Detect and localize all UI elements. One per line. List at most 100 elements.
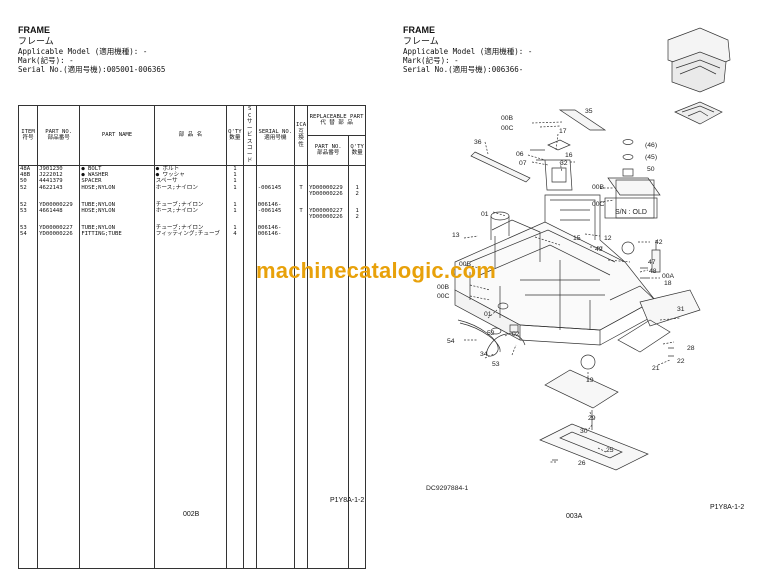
cell-name: [79, 220, 155, 225]
callout: 26: [578, 460, 586, 467]
cell-name-jp: チューブ;ナイロン: [153, 201, 228, 208]
callout: 48: [649, 268, 657, 275]
callout: 32: [560, 160, 568, 167]
cell-empty: [153, 237, 228, 569]
callout: 31: [677, 306, 685, 313]
cell-rep-no: YD00000226: [307, 191, 350, 198]
callout: 13: [452, 232, 460, 239]
right-page-code: P1Y8A-1-2: [710, 504, 745, 511]
cell-ica: T: [293, 184, 309, 192]
cell-rep-qty: 1: [348, 184, 366, 192]
cell-ica: [293, 178, 309, 185]
left-title-en: FRAME: [18, 25, 50, 35]
callout: 00B: [437, 284, 450, 291]
left-serial: Serial No.(適用号機):005001-006365: [18, 65, 166, 74]
cell-name-jp: [153, 191, 228, 198]
callout: 25: [606, 447, 614, 454]
cell-empty: [79, 237, 155, 569]
top-bars: [470, 109, 607, 191]
right-title-jp: フレーム: [403, 36, 439, 46]
left-page-number: 002B: [183, 511, 200, 518]
callout: 06: [516, 151, 524, 158]
cell-name-jp: [153, 220, 228, 225]
table-spacer-row: [17, 220, 366, 225]
cell-empty: [37, 237, 81, 569]
callout: 12: [604, 235, 612, 242]
cell-name-jp: [153, 197, 228, 202]
left-applicable-model: Applicable Model (適用機種): -: [18, 47, 148, 56]
cell-rep-no: [307, 220, 350, 225]
callout: 00B: [501, 115, 514, 122]
cell-name: HOSE;NYLON: [79, 207, 155, 215]
cell-ica: [293, 224, 309, 232]
cell-name: ● BOLT: [79, 165, 155, 172]
callout: 22: [677, 358, 685, 365]
right-mark: Mark(記号): -: [403, 56, 459, 65]
cell-ica: [293, 214, 309, 221]
callout: 00B: [459, 261, 472, 268]
right-serial: Serial No.(適用号機):006366-: [403, 65, 524, 74]
cell-rep-no: YD00000226: [307, 214, 350, 221]
cell-rep-no: [307, 224, 350, 232]
cell-ica: [293, 197, 309, 202]
cell-ica: [293, 220, 309, 225]
callout: 00B: [592, 184, 605, 191]
cell-rep-qty: [348, 197, 366, 202]
cell-name-jp: ● ボルト: [153, 165, 228, 172]
cell-name: TUBE;NYLON: [79, 224, 155, 232]
table-filler-row: [17, 237, 366, 569]
cell-rep-qty: 2: [348, 191, 366, 198]
callout: 15: [573, 235, 581, 242]
cell-name-jp: スペーサ: [153, 178, 228, 185]
callout: 19: [586, 377, 594, 384]
cell-name: [79, 197, 155, 202]
callout: 02: [512, 331, 520, 338]
callout: 01: [484, 311, 492, 318]
callout: 36: [474, 139, 482, 146]
right-page-header: FRAME フレーム Applicable Model (適用機種): - Ma…: [403, 25, 532, 74]
cell-rep-qty: [348, 165, 366, 172]
right-title-en: FRAME: [403, 25, 435, 35]
header-rep-part-no: PART NO.部品番号: [307, 134, 350, 166]
side-parts: [607, 139, 701, 357]
cell-name-jp: ● ワッシャ: [153, 171, 228, 179]
cell-name-jp: チューブ;ナイロン: [153, 224, 228, 232]
header-part-no: PART NO.部品番号: [37, 105, 81, 166]
cell-empty: [307, 237, 350, 569]
cell-rep-qty: 2: [348, 214, 366, 221]
cell-rep-qty: [348, 171, 366, 179]
callout: 00C: [437, 293, 450, 300]
cell-name-jp: ホース;ナイロン: [153, 184, 228, 192]
cell-name: [79, 214, 155, 221]
callout: 47: [648, 259, 656, 266]
right-page-number: 003A: [566, 513, 583, 520]
cell-rep-qty: 1: [348, 207, 366, 215]
cell-name: FITTING;TUBE: [79, 231, 155, 238]
left-mark: Mark(記号): -: [18, 56, 74, 65]
callout: 16: [565, 152, 573, 159]
cell-ica: [293, 201, 309, 208]
callout: 01: [481, 211, 489, 218]
cell-ica: [293, 231, 309, 238]
callout: 52: [487, 330, 495, 337]
callout: 54: [447, 338, 455, 345]
callout: (46): [645, 142, 657, 149]
cell-name: SPACER: [79, 178, 155, 185]
sn-old-label: S/N : OLD: [615, 209, 647, 216]
callout: 29: [588, 415, 596, 422]
callout: 49: [595, 246, 603, 253]
cell-rep-no: [307, 201, 350, 208]
leader-lines: [463, 121, 681, 463]
cell-empty: [255, 237, 295, 569]
